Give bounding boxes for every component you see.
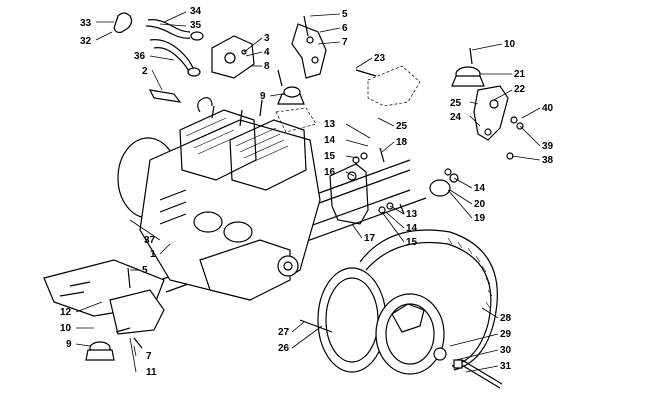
callout-34: 34 — [190, 6, 202, 17]
callout-3: 3 — [264, 33, 270, 44]
callout-10b: 10 — [60, 323, 72, 334]
thermostat-housing — [211, 35, 255, 79]
callout-4: 4 — [264, 47, 270, 58]
callout-1: 1 — [150, 249, 156, 260]
coolant-hoses — [113, 12, 204, 77]
callout-16: 16 — [324, 167, 336, 178]
upper-bracket — [291, 23, 327, 79]
callout-13: 13 — [324, 119, 336, 130]
gasket — [148, 89, 182, 103]
engine-mount-upper — [275, 86, 317, 133]
callout-31: 31 — [500, 361, 512, 372]
callout-40: 40 — [542, 103, 554, 114]
callout-38: 38 — [542, 155, 554, 166]
callout-10: 10 — [504, 39, 516, 50]
clutch-bolt-head — [453, 359, 463, 369]
drive-belt — [359, 229, 498, 371]
callout-29: 29 — [500, 329, 512, 340]
callout-33: 33 — [80, 18, 92, 29]
callout-2: 2 — [142, 66, 148, 77]
drive-clutch — [317, 267, 447, 375]
callout-35: 35 — [190, 20, 202, 31]
clutch-bolt — [459, 359, 503, 389]
callout-23: 23 — [374, 53, 386, 64]
callout-6: 6 — [342, 23, 348, 34]
callout-24: 24 — [450, 112, 462, 123]
callout-5b: 5 — [142, 265, 148, 276]
callout-25b: 25 — [396, 121, 408, 132]
callout-12: 12 — [60, 307, 72, 318]
callout-30: 30 — [500, 345, 512, 356]
callout-14: 14 — [324, 135, 336, 146]
callout-13b: 13 — [406, 209, 418, 220]
bolt — [299, 319, 333, 333]
callout-36: 36 — [134, 51, 146, 62]
callout-25: 25 — [450, 98, 462, 109]
callout-19: 19 — [474, 213, 486, 224]
callout-9: 9 — [260, 91, 266, 102]
callout-14c: 14 — [406, 223, 418, 234]
callout-18: 18 — [396, 137, 408, 148]
callout-26: 26 — [278, 343, 290, 354]
callout-labels: 33 32 34 35 36 2 3 4 8 9 5 6 7 23 10 21 … — [60, 6, 554, 378]
callout-37: 37 — [144, 235, 156, 246]
callout-32: 32 — [80, 36, 92, 47]
callout-27: 27 — [278, 327, 290, 338]
callout-11: 11 — [146, 367, 157, 378]
callout-7b: 7 — [146, 351, 152, 362]
callout-15: 15 — [324, 151, 336, 162]
callout-15b: 15 — [406, 237, 418, 248]
callout-28: 28 — [500, 313, 512, 324]
callout-7: 7 — [342, 37, 348, 48]
leader-lines — [75, 11, 541, 373]
callout-20: 20 — [474, 199, 486, 210]
fasteners — [115, 15, 473, 349]
callout-17: 17 — [364, 233, 376, 244]
callout-5: 5 — [342, 9, 348, 20]
callout-21: 21 — [514, 69, 526, 80]
callout-9b: 9 — [66, 339, 72, 350]
right-engine-mount — [451, 66, 524, 160]
engine-mount-lower — [85, 341, 115, 361]
mounting-plate — [367, 65, 421, 107]
callout-8: 8 — [264, 61, 270, 72]
engine-block — [117, 97, 321, 301]
lower-left-bracket — [43, 259, 165, 335]
callout-22: 22 — [514, 84, 526, 95]
callout-14b: 14 — [474, 183, 486, 194]
callout-39: 39 — [542, 141, 554, 152]
